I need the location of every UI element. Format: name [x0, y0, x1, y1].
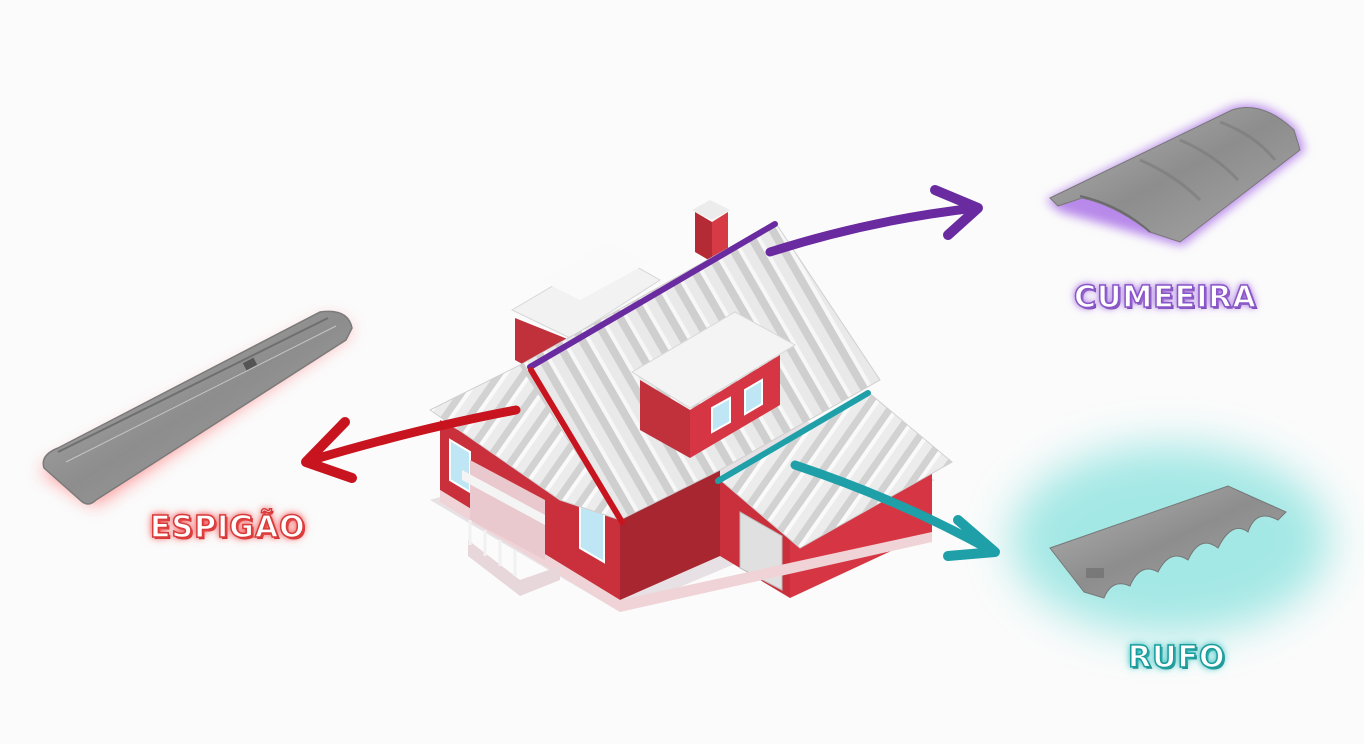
cumeeira-arrow [765, 185, 983, 257]
cumeeira-label: CUMEEIRA [1073, 279, 1257, 316]
espigao-arrow [301, 405, 521, 483]
rufo-highlight-line [715, 390, 871, 484]
espigao-highlight-line [528, 367, 625, 525]
espigao-tile-image [40, 310, 353, 505]
rufo-arrow [790, 460, 1000, 561]
rufo-tile-image [1010, 445, 1330, 635]
cumeeira-tile-image [1046, 104, 1305, 247]
espigao-label: ESPIGÃO [149, 509, 306, 546]
house-illustration [429, 200, 953, 612]
cumeeira-highlight-line [527, 221, 778, 370]
rufo-label: RUFO [1127, 639, 1226, 676]
